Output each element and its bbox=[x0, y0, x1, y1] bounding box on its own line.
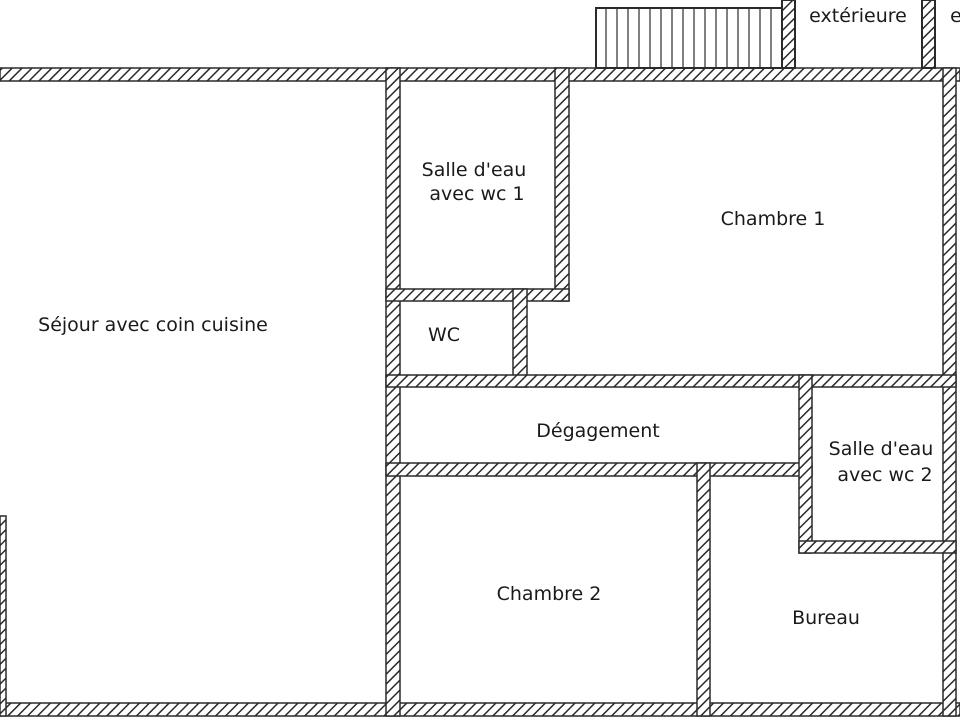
wall-bottom bbox=[0, 702, 960, 717]
wall-salle1-bottom bbox=[385, 288, 570, 302]
exterior-wall-b bbox=[921, 0, 936, 69]
room-label-chambre-1: Chambre 1 bbox=[721, 208, 826, 230]
wall-salle1-right bbox=[554, 67, 570, 302]
wall-chambre2-right bbox=[696, 462, 711, 717]
exterior-area bbox=[595, 0, 936, 69]
room-label-salle-eau-2-line1: Salle d'eau bbox=[829, 438, 934, 460]
room-label-bureau: Bureau bbox=[792, 607, 860, 629]
wall-salle2-left bbox=[798, 374, 813, 554]
exterior-label-2: e bbox=[950, 5, 960, 27]
room-label-salle-eau-2-line2: avec wc 2 bbox=[837, 464, 932, 486]
exterior-label-1: extérieure bbox=[809, 5, 907, 27]
walls bbox=[0, 67, 960, 717]
room-label-sejour: Séjour avec coin cuisine bbox=[38, 314, 268, 336]
wall-left-stub bbox=[0, 515, 7, 717]
wall-degagement-top bbox=[385, 374, 957, 388]
wall-wc-right bbox=[512, 288, 528, 388]
room-label-salle-eau-1-line1: Salle d'eau bbox=[422, 159, 527, 181]
staircase-steps bbox=[605, 8, 772, 68]
room-label-salle-eau-1-line2: avec wc 1 bbox=[429, 183, 524, 205]
wall-salle2-bottom bbox=[798, 540, 957, 554]
wall-top bbox=[0, 67, 960, 82]
staircase-outline bbox=[595, 7, 783, 69]
room-label-degagement: Dégagement bbox=[536, 420, 659, 442]
wall-degagement-bottom bbox=[385, 462, 813, 477]
wall-right bbox=[942, 67, 957, 717]
wall-sejour-right bbox=[385, 67, 401, 717]
exterior-wall-a bbox=[781, 0, 796, 69]
room-label-chambre-2: Chambre 2 bbox=[497, 583, 602, 605]
room-label-wc: WC bbox=[428, 324, 460, 346]
